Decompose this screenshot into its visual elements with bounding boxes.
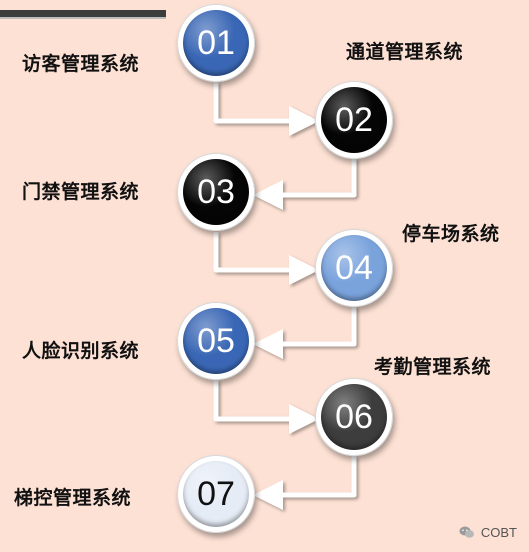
connector-03-04 [213,232,319,285]
step-04-number: 04 [321,235,387,301]
step-07-label: 梯控管理系统 [14,487,132,509]
step-06-circle: 06 [315,378,393,456]
step-01-number: 01 [183,10,249,76]
header-bar [0,10,166,19]
watermark: COBT [459,525,517,540]
step-02-circle: 02 [315,81,393,159]
connector-05-06 [213,380,319,434]
step-04-circle: 04 [315,229,393,307]
wechat-icon [459,526,474,538]
step-06-number: 06 [321,384,387,450]
connector-06-07 [253,456,357,510]
connector-02-03 [253,158,357,210]
step-02-label: 通道管理系统 [346,41,464,63]
connector-04-05 [253,306,357,359]
step-03-circle: 03 [177,153,255,231]
step-06-label: 考勤管理系统 [374,356,492,378]
step-03-number: 03 [183,159,249,225]
step-05-number: 05 [183,308,249,374]
step-05-label: 人脸识别系统 [22,340,140,362]
step-02-number: 02 [321,87,387,153]
step-07-circle: 07 [177,455,255,533]
step-01-circle: 01 [177,4,255,82]
step-05-circle: 05 [177,302,255,380]
step-01-label: 访客管理系统 [22,53,140,75]
step-04-label: 停车场系统 [402,223,500,245]
watermark-text: COBT [480,525,517,540]
connector-01-02 [213,82,319,136]
step-03-label: 门禁管理系统 [22,181,140,203]
step-07-number: 07 [183,461,249,527]
